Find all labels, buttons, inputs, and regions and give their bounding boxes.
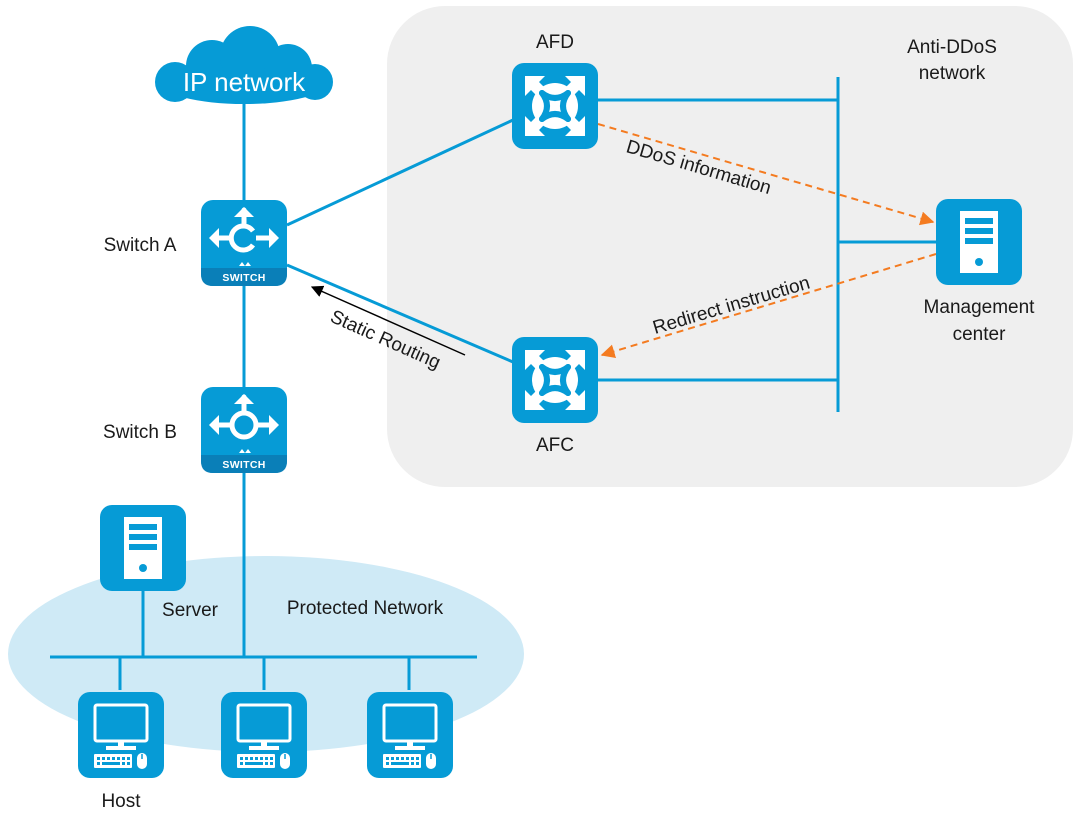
host-pc-icon — [76, 690, 166, 780]
host-1[interactable]: Host — [76, 690, 166, 812]
afc-device[interactable]: AFC — [512, 337, 598, 456]
switch-a[interactable]: SWITCH Switch A — [104, 200, 287, 286]
link-switch-a-afc — [286, 263, 514, 364]
svg-text:SWITCH: SWITCH — [222, 272, 265, 284]
svg-text:SWITCH: SWITCH — [222, 459, 265, 471]
afc-label: AFC — [536, 435, 574, 456]
cloud-icon — [155, 26, 333, 104]
host-pc-icon — [219, 690, 309, 780]
afd-device[interactable]: AFD — [512, 32, 598, 149]
anti-ddos-zone-label-line1: Anti-DDoS — [907, 37, 997, 58]
host-2[interactable] — [219, 690, 309, 780]
ddos-information-arrow — [597, 123, 935, 226]
link-switch-a-afd — [286, 118, 514, 227]
management-center[interactable]: Management center — [924, 199, 1036, 345]
ip-network-label: IP network — [183, 67, 306, 97]
anti-ddos-zone-label-line2: network — [919, 63, 986, 84]
switch-b[interactable]: SWITCH Switch B — [103, 387, 287, 473]
afd-label: AFD — [536, 32, 574, 53]
server-icon — [100, 505, 186, 591]
anti-ddos-device-icon — [512, 337, 598, 423]
host-pc-icon — [365, 690, 455, 780]
server-icon — [936, 199, 1022, 285]
redirect-instruction-arrow — [600, 253, 937, 359]
static-routing-arrow — [310, 285, 466, 356]
management-center-label-line1: Management — [924, 297, 1036, 318]
protected-network-label: Protected Network — [287, 598, 444, 619]
management-center-label-line2: center — [953, 324, 1006, 345]
switch-a-label: Switch A — [104, 235, 177, 256]
host-label: Host — [101, 791, 141, 812]
server-label: Server — [162, 600, 219, 621]
switch-icon: SWITCH — [201, 387, 287, 473]
switch-icon: SWITCH — [201, 200, 287, 286]
host-3[interactable] — [365, 690, 455, 780]
switch-b-label: Switch B — [103, 422, 177, 443]
anti-ddos-device-icon — [512, 63, 598, 149]
ip-network-cloud: IP network — [155, 26, 333, 104]
links — [50, 77, 936, 690]
server[interactable]: Server — [100, 505, 219, 621]
